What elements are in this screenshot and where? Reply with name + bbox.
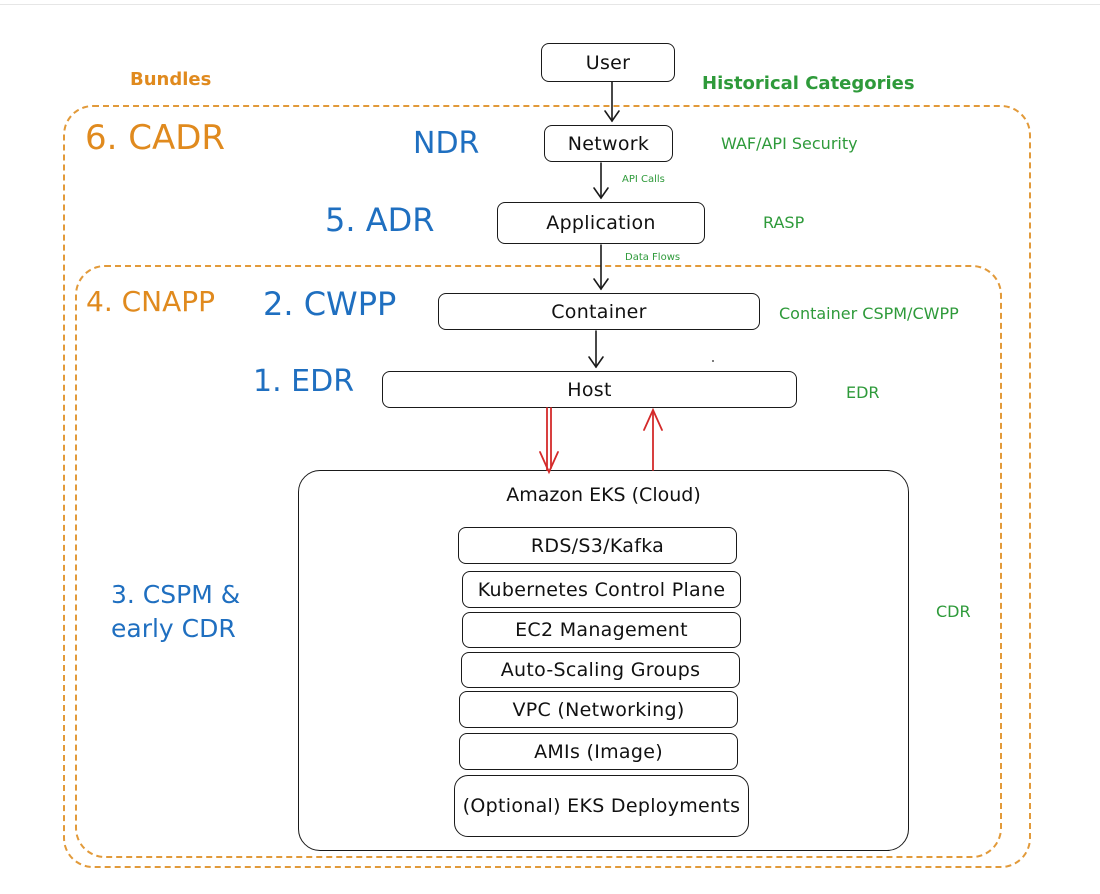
bundles-header: Bundles: [130, 69, 212, 90]
host-box: Host: [382, 371, 797, 408]
container-box: Container: [438, 293, 760, 330]
application-box: Application: [497, 202, 705, 244]
cadr-label: 6. CADR: [85, 118, 226, 158]
ndr-label: NDR: [413, 126, 480, 161]
cspm-label-line1: 3. CSPM &: [111, 580, 241, 609]
waf-api-security-label: WAF/API Security: [721, 134, 858, 153]
cloud-item-rds-s3-kafka: RDS/S3/Kafka: [458, 527, 737, 564]
stray-dot: [712, 360, 714, 362]
cadr-zone: [63, 105, 1031, 868]
cloud-item-vpc-networking: VPC (Networking): [459, 691, 738, 728]
cloud-item-ec2-management: EC2 Management: [462, 612, 741, 648]
network-box: Network: [544, 125, 673, 162]
rasp-label: RASP: [763, 213, 805, 232]
historical-categories-header: Historical Categories: [702, 73, 915, 94]
user-box: User: [541, 43, 675, 82]
cnapp-label: 4. CNAPP: [86, 285, 216, 318]
edr-category-label: EDR: [846, 383, 880, 402]
data-flows-label: Data Flows: [625, 252, 681, 263]
cnapp-zone: [75, 265, 1002, 858]
cloud-item-auto-scaling-groups: Auto-Scaling Groups: [461, 652, 740, 688]
cloud-item-kubernetes-control-plane: Kubernetes Control Plane: [462, 571, 741, 608]
cwpp-label: 2. CWPP: [263, 285, 397, 323]
cloud-item-optional-eks-deployments: (Optional) EKS Deployments: [454, 775, 749, 837]
container-cspm-cwpp-label: Container CSPM/CWPP: [779, 304, 959, 323]
edr-label: 1. EDR: [253, 364, 355, 399]
amazon-eks-cloud-box: [298, 470, 909, 851]
top-divider: [0, 4, 1100, 5]
api-calls-label: API Calls: [622, 174, 665, 185]
cloud-item-amis-image: AMIs (Image): [459, 733, 738, 770]
amazon-eks-title: Amazon EKS (Cloud): [506, 484, 701, 506]
adr-label: 5. ADR: [325, 201, 435, 239]
cspm-label-line2: early CDR: [111, 614, 236, 643]
cdr-category-label: CDR: [936, 602, 971, 621]
